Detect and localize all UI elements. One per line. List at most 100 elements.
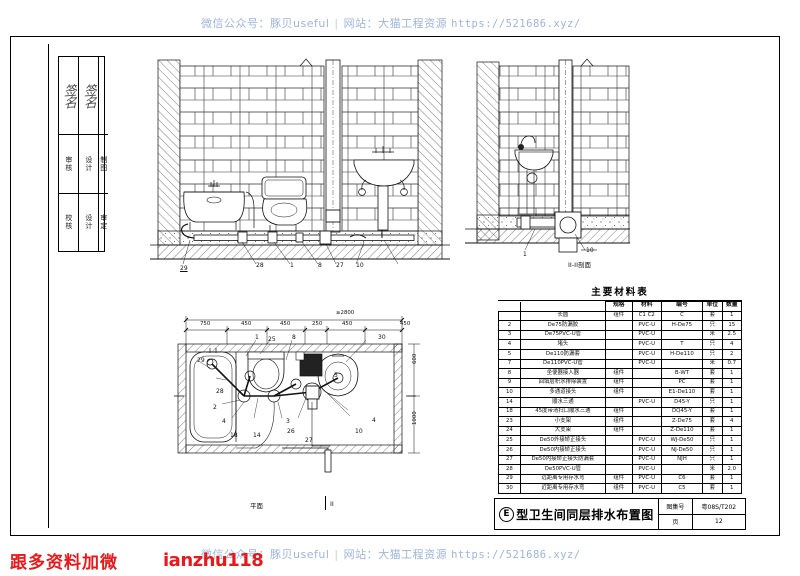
row-name: De50内接矫正接头防漏套 [519, 454, 606, 466]
row-name: De50外接矫正接头 [519, 435, 606, 446]
row-spec: 组件 [604, 377, 633, 389]
signature-label-2: 制图 [99, 156, 108, 173]
signature-cell-sign-3 [99, 57, 108, 136]
header-spec: 规格 [604, 301, 633, 312]
row-index: 2 [498, 320, 521, 331]
page-label: 页 [659, 514, 693, 529]
section-cut-line [325, 496, 326, 510]
plan-leader-2: 2 [213, 404, 217, 411]
drawing-inner-frame [48, 44, 753, 528]
row-name: 顺水三通 [519, 396, 606, 408]
row-code: Z-De75 [660, 416, 704, 427]
row-qty: 1 [721, 387, 743, 398]
row-unit: 套 [702, 416, 723, 427]
row-unit: 只 [702, 444, 723, 456]
signature-block: 签名 审核 校核 签名 设计 设计 制图 审定 [58, 56, 108, 252]
signature-cell-sign-2: 签名 [79, 57, 98, 136]
row-unit: 套 [702, 425, 723, 437]
row-unit: 套 [702, 377, 723, 389]
plan-dim-total: ≥2800 [336, 310, 355, 316]
section2-leader-1: 1 [523, 251, 527, 258]
atlas-label: 图集号 [659, 499, 693, 514]
section1-leader-27: 27 [336, 262, 344, 269]
row-name: De50内接矫正接头 [519, 444, 606, 456]
row-code: H-De110 [660, 348, 704, 360]
row-material: C1 C2 [631, 310, 662, 322]
row-spec [604, 348, 633, 360]
site-label: 网站： [343, 17, 379, 30]
row-unit: 米 [702, 464, 723, 475]
header-name [520, 301, 606, 312]
row-qty: 1 [721, 396, 743, 408]
row-qty: 2 [721, 348, 743, 360]
row-name: De75防漏胶 [519, 320, 606, 331]
plan-leader-8: 8 [292, 334, 296, 341]
row-code: C [660, 310, 704, 322]
row-name: 近距离专用存水弯 [519, 483, 606, 494]
plan-leader-29: 29 [197, 357, 205, 364]
row-index: 27 [498, 454, 521, 466]
row-material [631, 377, 662, 389]
row-material: PVC-U [631, 358, 662, 370]
row-spec [604, 339, 633, 350]
handwritten-signature-2: 签名 [81, 83, 96, 109]
plan-dim-h-4: 450 [342, 321, 353, 327]
row-code: PC [660, 377, 704, 389]
materials-table-title: 主要材料表 [498, 284, 742, 301]
row-index: 23 [498, 416, 521, 427]
header-unit: 单位 [702, 301, 723, 312]
row-qty: 4 [721, 416, 743, 427]
row-index: 4 [498, 339, 521, 350]
row-unit: 米 [702, 329, 723, 341]
row-spec [604, 329, 633, 341]
section2-leader-10: 10 [586, 247, 594, 254]
signature-cell-5: 审定 [99, 194, 108, 251]
page-value: 12 [715, 518, 723, 526]
row-name: 大支架 [519, 425, 606, 437]
row-code [660, 358, 704, 370]
row-spec [604, 396, 633, 408]
plan-leader-1: 1 [255, 334, 259, 341]
signature-cell-2: 制图 [99, 135, 108, 194]
signature-label-3: 校核 [64, 214, 73, 231]
signature-label-1: 设计 [84, 156, 93, 173]
row-name: De110防漏套 [519, 348, 606, 360]
row-spec: 组件 [604, 473, 633, 485]
signature-label-4: 设计 [84, 214, 93, 231]
atlas-value: 粤08S/T202 [701, 503, 737, 511]
row-name: 多通道接头 [519, 387, 606, 398]
sheet-title-text: 型卫生间同层排水布置图 [516, 507, 654, 522]
signature-cell-4: 设计 [79, 194, 98, 251]
row-material: PVC-U [631, 454, 662, 466]
row-code: WJ-De50 [660, 435, 704, 446]
section1-leader-28: 28 [256, 262, 264, 269]
red-watermark-id: ianzhu118 [163, 550, 264, 571]
plan-dim-h-1: 450 [241, 321, 252, 327]
row-material [631, 387, 662, 398]
materials-table-header-row: 规格 材料 编号 单位 数量 [498, 301, 743, 312]
signature-column-1: 签名 审核 校核 [59, 57, 79, 251]
row-index: 28 [498, 464, 521, 475]
row-qty: 2.0 [721, 464, 743, 475]
row-qty: 4 [721, 339, 743, 350]
plan-dim-h-5: 450 [400, 321, 411, 327]
row-code: C6 [660, 473, 704, 485]
plan-caption: 平面 [250, 502, 263, 510]
section1-leader-10: 10 [356, 262, 364, 269]
plan-leader-26: 26 [287, 428, 295, 435]
signature-cell-0: 审核 [59, 135, 78, 194]
plan-leader-5: 5 [334, 372, 338, 379]
plan-leader-4b: 4 [372, 417, 376, 424]
row-code: NJ-De50 [660, 444, 704, 456]
row-code: Z-De110 [660, 425, 704, 437]
